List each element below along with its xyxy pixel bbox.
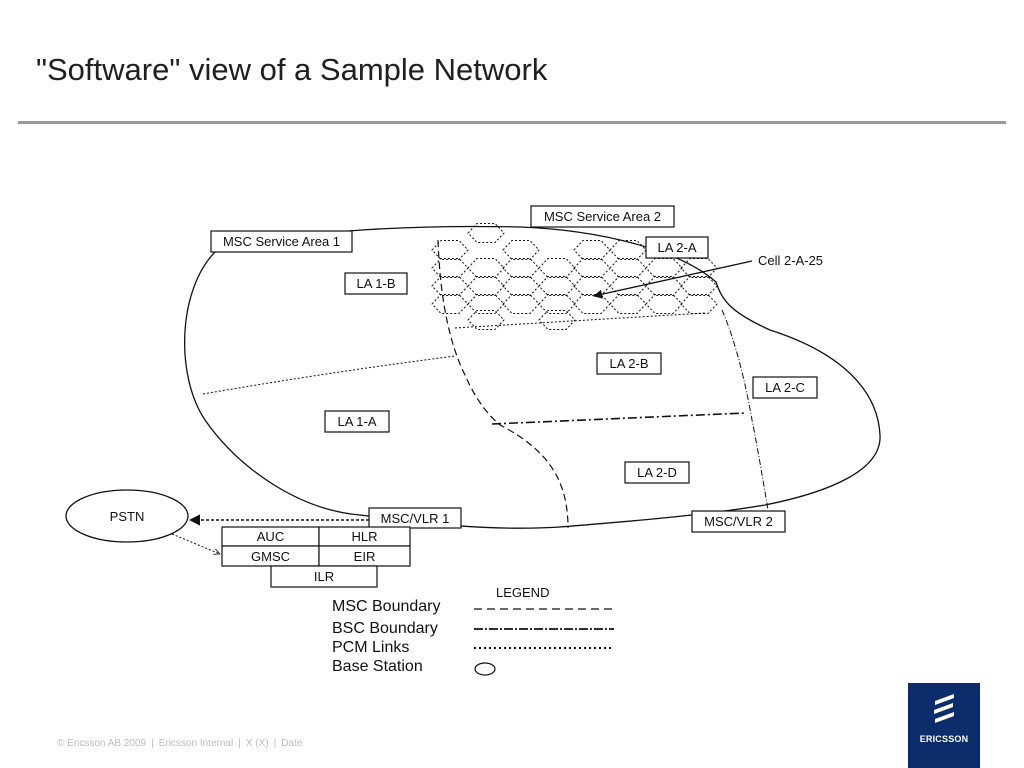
pstn-node: PSTN bbox=[65, 489, 189, 543]
cell-hexagon bbox=[609, 240, 647, 260]
logo-wordmark: ERICSSON bbox=[919, 734, 969, 744]
svg-text:LA 1-B: LA 1-B bbox=[356, 276, 395, 291]
cell-hexagon bbox=[502, 240, 540, 260]
ericsson-logo: ERICSSON bbox=[908, 683, 980, 768]
cell-pointer-arrow bbox=[593, 260, 753, 299]
cell-hexagon bbox=[609, 258, 647, 278]
svg-text:GMSC: GMSC bbox=[251, 549, 290, 564]
cell-hexagon bbox=[467, 294, 505, 314]
cell-hexagon bbox=[609, 294, 647, 314]
title-divider bbox=[18, 121, 1006, 124]
cell-hexagon bbox=[538, 310, 576, 330]
cell-hexagon bbox=[645, 294, 683, 314]
cell-hexagon bbox=[538, 258, 576, 278]
ericsson-mark-icon bbox=[934, 694, 954, 723]
la-2a-box: LA 2-A bbox=[645, 236, 709, 259]
cell-hexagon bbox=[467, 223, 505, 243]
hlr-box: HLR bbox=[318, 526, 411, 547]
la-boundary-1 bbox=[202, 355, 456, 395]
svg-text:EIR: EIR bbox=[354, 549, 376, 564]
pcm-link-pstn-gmsc bbox=[171, 533, 220, 554]
cell-hexagon bbox=[573, 240, 611, 260]
gmsc-box: GMSC bbox=[221, 545, 320, 567]
la-1a-box: LA 1-A bbox=[324, 410, 390, 433]
svg-text:PSTN: PSTN bbox=[110, 509, 145, 524]
footer-copyright: © Ericsson AB 2009 bbox=[57, 738, 147, 749]
la-2c-box: LA 2-C bbox=[752, 376, 818, 399]
eir-box: EIR bbox=[318, 545, 411, 567]
bsc-boundary-vertical bbox=[721, 309, 769, 511]
svg-text:MSC Service Area 1: MSC Service Area 1 bbox=[223, 234, 340, 249]
svg-text:HLR: HLR bbox=[351, 529, 377, 544]
auc-box: AUC bbox=[221, 526, 320, 547]
svg-text:MSC Service Area 2: MSC Service Area 2 bbox=[544, 209, 661, 224]
slide-title: "Software" view of a Sample Network bbox=[36, 52, 548, 87]
legend-label-base-station: Base Station bbox=[332, 658, 423, 675]
legend-label-bsc-boundary: BSC Boundary bbox=[332, 620, 438, 637]
svg-text:MSC/VLR 2: MSC/VLR 2 bbox=[704, 514, 773, 529]
cell-hexagon bbox=[680, 294, 718, 314]
svg-text:LA 2-C: LA 2-C bbox=[765, 380, 805, 395]
cell-hexagon bbox=[680, 276, 718, 296]
msc-vlr-2-box: MSC/VLR 2 bbox=[691, 510, 786, 533]
cell-hexagon bbox=[645, 276, 683, 296]
cell-hexagon bbox=[502, 294, 540, 314]
bsc-boundary-horizontal bbox=[491, 412, 746, 425]
svg-text:MSC/VLR 1: MSC/VLR 1 bbox=[381, 511, 450, 526]
la-boundary-2a-2b bbox=[454, 312, 706, 329]
svg-text:AUC: AUC bbox=[257, 529, 284, 544]
msc-vlr-1-box: MSC/VLR 1 bbox=[368, 507, 462, 529]
footer: © Ericsson AB 2009|Ericsson Internal|X (… bbox=[57, 738, 303, 749]
legend-label-pcm-links: PCM Links bbox=[332, 639, 409, 656]
cell-hexagon bbox=[573, 294, 611, 314]
msc-area-1-outline bbox=[184, 225, 881, 529]
cell-hexagon bbox=[431, 258, 469, 278]
cell-hexagon bbox=[573, 258, 611, 278]
cell-hexagon bbox=[467, 276, 505, 296]
cell-hexagon bbox=[502, 276, 540, 296]
legend-label-msc-boundary: MSC Boundary bbox=[332, 598, 441, 615]
msc-boundary-line bbox=[437, 239, 569, 529]
legend-title: LEGEND bbox=[496, 585, 549, 600]
footer-date: Date bbox=[281, 738, 303, 749]
svg-text:LA 1-A: LA 1-A bbox=[337, 414, 376, 429]
legend-sample-ellipse bbox=[474, 662, 496, 676]
la-2b-box: LA 2-B bbox=[596, 352, 662, 375]
cell-label: Cell 2-A-25 bbox=[758, 253, 823, 268]
svg-text:LA 2-A: LA 2-A bbox=[657, 240, 696, 255]
footer-classification: Ericsson Internal bbox=[158, 738, 234, 749]
cell-hexagon bbox=[538, 276, 576, 296]
cell-hexagon bbox=[680, 258, 718, 278]
cell-hexagon bbox=[573, 276, 611, 296]
la-2d-box: LA 2-D bbox=[624, 461, 690, 484]
cell-hexagon bbox=[431, 294, 469, 314]
cell-hexagon bbox=[431, 240, 469, 260]
cell-hexagon bbox=[538, 294, 576, 314]
msc-service-area-1-box: MSC Service Area 1 bbox=[210, 230, 353, 253]
ilr-box: ILR bbox=[270, 565, 378, 588]
svg-text:LA 2-B: LA 2-B bbox=[609, 356, 648, 371]
la-1b-box: LA 1-B bbox=[344, 272, 408, 295]
cell-hexagon bbox=[502, 258, 540, 278]
footer-version: X (X) bbox=[245, 738, 269, 749]
svg-text:ILR: ILR bbox=[314, 569, 334, 584]
cell-hexagon bbox=[645, 258, 683, 278]
svg-text:LA 2-D: LA 2-D bbox=[637, 465, 677, 480]
cell-hexagon bbox=[467, 258, 505, 278]
msc-service-area-2-box: MSC Service Area 2 bbox=[530, 205, 675, 228]
cell-hexagon bbox=[431, 276, 469, 296]
cell-hexagon bbox=[467, 310, 505, 330]
